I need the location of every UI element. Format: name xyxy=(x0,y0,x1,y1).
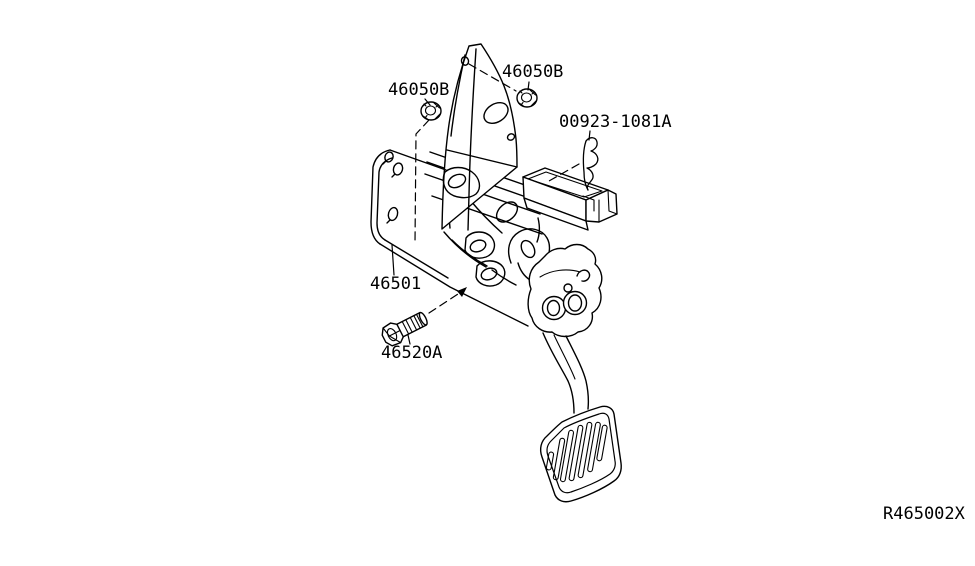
mounting-nut-left-drawing xyxy=(420,101,442,121)
part-label-nut-upper-left: 46050B xyxy=(388,80,450,100)
snap-pin-clip-drawing xyxy=(582,137,599,191)
leader-clip xyxy=(548,163,580,182)
part-label-stopper-bolt: 46520A xyxy=(381,343,443,363)
leader-bolt-arrowhead xyxy=(457,287,467,297)
stopper-bolt-drawing xyxy=(381,311,428,347)
pedal-pad-rib xyxy=(596,424,608,462)
pedal-pad-rib xyxy=(559,429,575,483)
pedal-arm-drawing xyxy=(542,332,590,414)
mounting-nut-right-drawing xyxy=(516,88,538,108)
leader-bolt xyxy=(428,291,462,314)
part-label-snap-pin-clip: 00923-1081A xyxy=(559,112,672,132)
pivot-boss-drawing xyxy=(527,243,603,338)
diagram-reference-code: R465002X xyxy=(883,504,965,524)
dashed-leader-lines xyxy=(414,63,580,314)
leader-nut-left xyxy=(414,119,430,244)
pedal-pad-rib xyxy=(545,451,555,471)
dash-mount-plate-drawing xyxy=(441,43,518,231)
pedal-pad-rib xyxy=(577,421,593,479)
bracket-body-drawing xyxy=(442,166,552,287)
part-label-pedal-bracket: 46501 xyxy=(370,274,422,294)
part-label-nut-upper-right: 46050B xyxy=(502,62,564,82)
pedal-pad-rib xyxy=(587,421,601,473)
leader-nut-right xyxy=(468,63,517,92)
switch-bracket-box-drawing xyxy=(522,167,618,231)
pedal-pad-drawing xyxy=(539,405,622,503)
bracket-flange-drawing xyxy=(370,149,529,327)
pedal-pad-rib xyxy=(552,437,566,481)
label-leader-lines xyxy=(391,81,591,345)
pedal-pad-rib xyxy=(568,424,584,482)
